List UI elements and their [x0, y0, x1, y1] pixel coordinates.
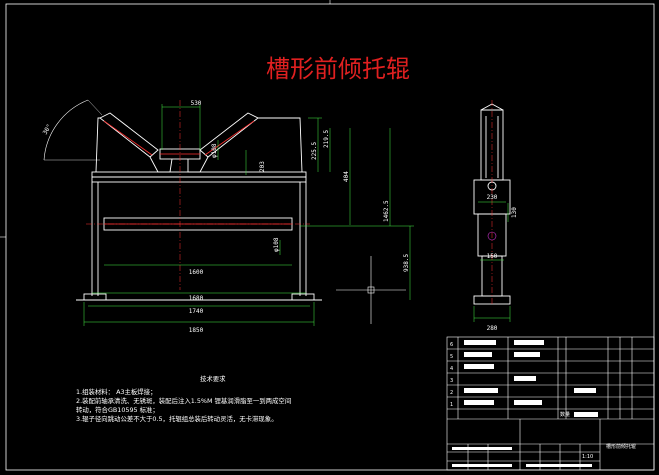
notes-line-2: 2.装配前轴承清洗、无锈斑，装配后注入1.5%M 锂基润滑脂至一到两成空间 — [76, 396, 291, 405]
dim-roller-diameter: φ108 — [211, 143, 218, 158]
angle-arc — [43, 99, 89, 161]
dim-w1: 1600 — [189, 269, 204, 276]
dim-bottom-diameter: φ108 — [273, 237, 280, 252]
notes-line-1: 1.组装材料： A3主板焊接； — [76, 387, 156, 396]
table-row-3: 3 — [450, 378, 453, 384]
dim-w2: 1680 — [189, 295, 204, 302]
table-title-cell: 槽形前倾托辊 — [606, 443, 636, 450]
side-dim-230: 230 — [487, 194, 498, 201]
dim-h2: 203 — [259, 161, 266, 172]
table-row-6: 6 — [450, 342, 453, 348]
right-wing-roller — [199, 112, 259, 158]
right-foot — [291, 293, 315, 301]
dim-h6: 938.5 — [403, 254, 410, 272]
dim-h5: 1462.5 — [383, 200, 390, 222]
table-quantity-label: 数量 — [560, 411, 570, 418]
side-dim-130: 130 — [511, 207, 518, 218]
notes-line-3: 转动，符合GB10595 标准； — [76, 405, 159, 414]
notes-heading: 技术要求 — [200, 374, 226, 383]
dim-top-width: 530 — [191, 100, 202, 107]
table-row-1: 1 — [450, 402, 453, 408]
drawing-title: 槽形前倾托辊 — [266, 55, 410, 83]
table-row-4: 4 — [450, 366, 453, 372]
left-wing-roller — [99, 112, 159, 158]
table-row-2: 2 — [450, 390, 453, 396]
side-dim-150: 150 — [487, 253, 498, 260]
dim-h1: 219.5 — [323, 130, 330, 148]
angle-label: 30° — [42, 123, 53, 136]
dim-h3: 225.5 — [311, 142, 318, 160]
dim-w3: 1740 — [189, 308, 204, 315]
table-row-5: 5 — [450, 354, 453, 360]
dim-w4: 1850 — [189, 327, 204, 334]
dim-h4: 404 — [343, 171, 350, 182]
technical-notes: 技术要求 1.组装材料： A3主板焊接； 2.装配前轴承清洗、无锈斑，装配后注入… — [76, 374, 291, 423]
table-scale: 1:10 — [582, 454, 593, 460]
notes-line-4: 3.辊子径向跳动公差不大于0.5，托辊组总装后转动灵活，无卡滞现象。 — [76, 414, 278, 423]
crosshair-cursor — [336, 256, 406, 324]
left-foot — [83, 293, 107, 301]
side-dim-280: 280 — [487, 325, 498, 332]
